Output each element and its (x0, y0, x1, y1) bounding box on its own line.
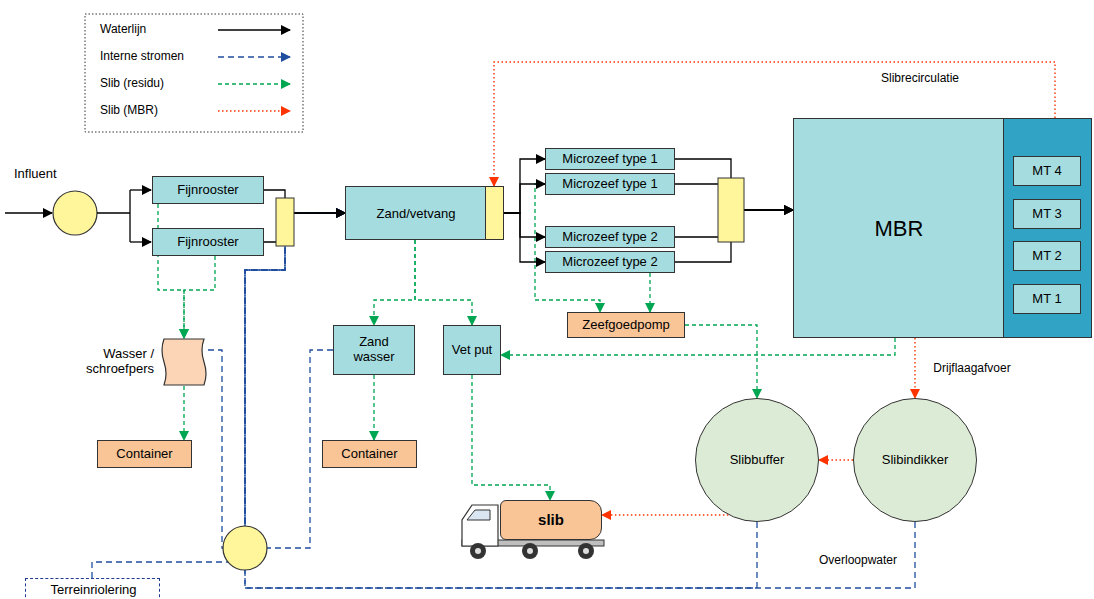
edge-label: Slibrecirculatie (879, 71, 961, 85)
node-text: Vet put (452, 343, 492, 358)
truck-tank: slib (500, 500, 602, 540)
flow-connector (914, 338, 915, 398)
node-text: Zand wasser (344, 335, 404, 365)
legend-sample (218, 29, 290, 30)
flow-connector (501, 338, 895, 355)
node-text: Terreinriolering (26, 581, 161, 599)
reactor-box: MBR MT 4 MT 3 MT 2 MT 1 (793, 118, 1091, 338)
node-text: Microzeef type 2 (562, 230, 657, 245)
flow-connector (208, 213, 345, 548)
process-box: Microzeef type 1 (545, 148, 675, 170)
flow-connector (245, 213, 345, 548)
membrane-tank: MT 3 (1013, 199, 1081, 229)
flow-connector (373, 375, 374, 440)
press-shape: Wasser / schroefpers (160, 338, 208, 386)
flow-connector (183, 386, 184, 440)
flow-connector (415, 240, 472, 325)
node-text: Zeefgoedpomp (582, 318, 669, 333)
process-box: Vet put (443, 325, 501, 375)
node-text: Container (341, 447, 397, 462)
node-text: Microzeef type 1 (562, 177, 657, 192)
edge-label: Drijflaagafvoer (931, 361, 1012, 375)
legend-text: Waterlijn (100, 22, 146, 36)
mixing-box (718, 178, 744, 242)
legend-text: Slib (residu) (100, 76, 164, 90)
flow-connector (472, 375, 550, 500)
node-text: MT 1 (1032, 292, 1061, 307)
flow-connector (245, 213, 757, 588)
flow-connector (374, 240, 415, 325)
membrane-tank: MT 1 (1013, 284, 1081, 314)
sewer-box: Terreinriolering (25, 578, 160, 599)
node-text: Slibindikker (882, 453, 948, 468)
node-text: MT 2 (1032, 249, 1061, 264)
flow-connector (685, 325, 757, 398)
node-text: slib (538, 511, 564, 528)
flow-connector (602, 514, 728, 515)
flow-connector (503, 159, 545, 213)
tank-circle: Slibbuffer (695, 398, 819, 522)
legend-text: Interne stromen (100, 49, 184, 63)
legend-text: Slib (MBR) (100, 103, 158, 117)
node-text: MBR (794, 119, 1004, 339)
flow-connector (184, 256, 215, 338)
flow-connector (535, 184, 600, 312)
influent-pump (5, 190, 151, 242)
process-box: Fijnrooster (152, 176, 264, 204)
pump-box: Zeefgoedpomp (567, 312, 685, 338)
process-box: Microzeef type 2 (545, 226, 675, 248)
mixing-box (276, 198, 294, 246)
process-box: Microzeef type 2 (545, 251, 675, 273)
flow-connector (503, 213, 545, 262)
process-box: Fijnrooster (152, 228, 264, 256)
collection-pump (223, 526, 267, 570)
node-text: Container (116, 447, 172, 462)
process-box: Zand/vetvang (345, 186, 503, 240)
node-text: Microzeef type 2 (562, 255, 657, 270)
legend-sample (218, 110, 290, 111)
press-outline (160, 338, 208, 386)
flow-connector (503, 184, 545, 213)
press-outline (162, 339, 206, 385)
container-box: Container (97, 440, 192, 468)
node-text: Wasser / schroefpers (66, 338, 154, 386)
flow-connector (92, 213, 345, 578)
legend-frame (85, 14, 303, 132)
node-text: Fijnrooster (177, 183, 238, 198)
node-text: MT 3 (1032, 207, 1061, 222)
process-box: Microzeef type 1 (545, 173, 675, 195)
flow-connector (158, 204, 184, 338)
legend-sample (218, 83, 290, 84)
node-text: Microzeef type 1 (562, 152, 657, 167)
edge-label: Overloopwater (817, 553, 899, 567)
tank-circle: Slibindikker (853, 398, 977, 522)
node-text: Zand/vetvang (346, 187, 486, 241)
process-box: Zand wasser (333, 325, 415, 375)
membrane-tank: MT 2 (1013, 241, 1081, 271)
flow-label: Influent (12, 166, 59, 181)
container-box: Container (322, 440, 417, 468)
panel (485, 186, 504, 240)
node-text: Slibbuffer (730, 453, 785, 468)
flow-connector (649, 273, 650, 312)
flow-connector (819, 459, 853, 460)
flow-connector (503, 213, 545, 237)
legend-sample (218, 56, 290, 57)
node-text: Fijnrooster (177, 235, 238, 250)
node-text: MT 4 (1032, 164, 1061, 179)
membrane-tank: MT 4 (1013, 156, 1081, 186)
